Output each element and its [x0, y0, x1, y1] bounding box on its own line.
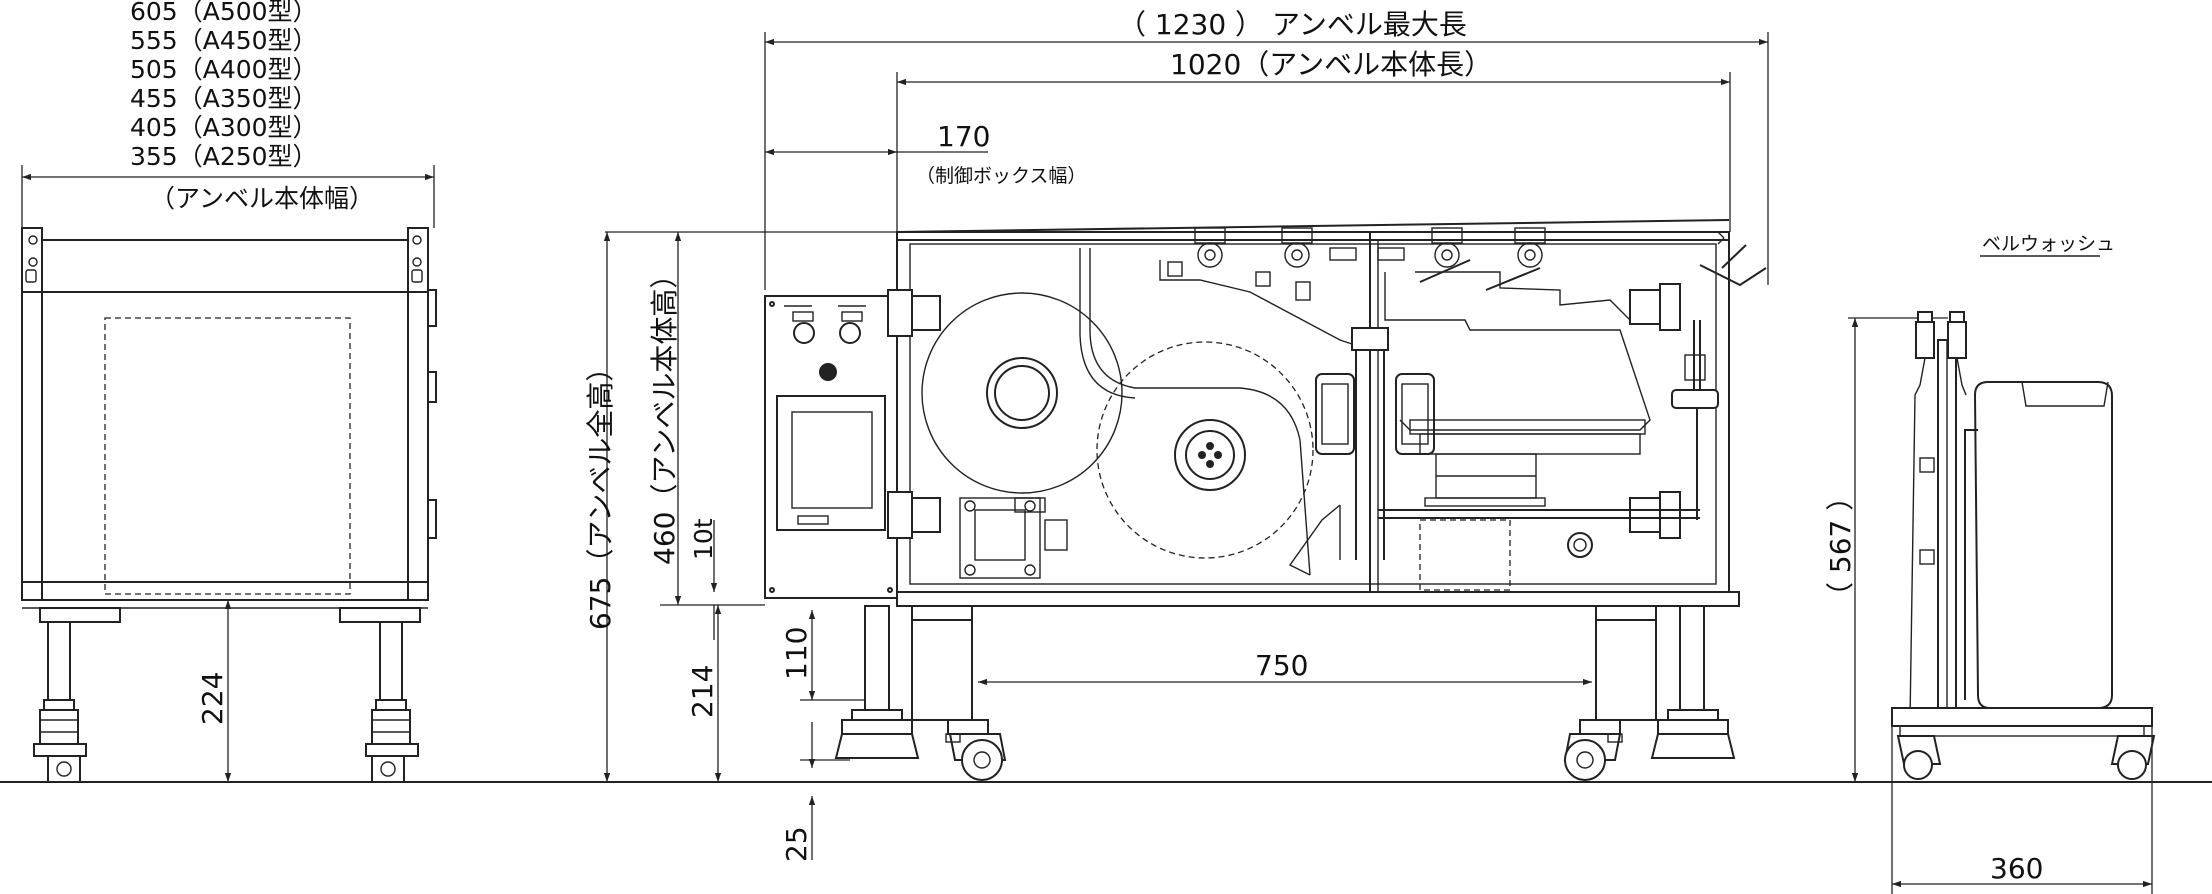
- washer-wheel-right: [2117, 750, 2147, 780]
- washer-width-label: 360: [1990, 852, 2043, 885]
- body-width-label: （アンベル本体幅）: [150, 184, 374, 213]
- washer-title: ベルウォッシュ: [1982, 233, 2115, 255]
- touch-panel: [776, 395, 886, 531]
- floor-gap-label: 25: [780, 826, 813, 862]
- leg-height-side-label: 224: [196, 672, 229, 725]
- wound-roll: [1096, 341, 1314, 559]
- thickness-label: 10t: [689, 518, 718, 560]
- feed-roll: [921, 292, 1123, 494]
- jack-dim-label: 110: [780, 627, 813, 680]
- washer-wheel-left: [1903, 750, 1933, 780]
- leg-height-front-label: 214: [686, 665, 719, 718]
- total-height-label: 675（アンベル全高）: [584, 354, 617, 630]
- control-box: [764, 295, 898, 599]
- width-table-row-6: 355（A250型）: [130, 142, 318, 171]
- caster-wheel-right: [1564, 739, 1606, 781]
- ctrl-box-width-label: （制御ボックス幅）: [916, 165, 1086, 187]
- side-view: 605（A500型） 555（A450型） 505（A400型） 455（A35…: [21, 0, 437, 783]
- main-body: [896, 231, 1730, 593]
- caster-pitch-label: 750: [1255, 649, 1308, 682]
- front-view: （ 1230 ） アンベル最大長 1020（アンベル本体長） 170 （制御ボッ…: [584, 8, 1769, 862]
- body-length-label: 1020（アンベル本体長）: [1170, 48, 1492, 81]
- width-table-row-2: 555（A450型）: [130, 26, 318, 55]
- width-table-row-3: 505（A400型）: [130, 55, 318, 84]
- width-table-row-4: 455（A350型）: [130, 84, 318, 113]
- width-table-row-5: 405（A300型）: [130, 113, 318, 142]
- bell-washer-view: ベルウォッシュ （ 567 ） 360: [1824, 233, 2156, 894]
- body-height-label: 460（アンベル本体高）: [648, 261, 681, 565]
- washer-height-label: （ 567 ）: [1824, 483, 1857, 610]
- ctrl-box-dim-label: 170: [937, 120, 990, 153]
- max-length-label: （ 1230 ） アンベル最大長: [1118, 8, 1467, 41]
- caster-wheel-left: [961, 739, 1003, 781]
- washer-tank: [1973, 381, 2113, 709]
- width-table-row-1: 605（A500型）: [130, 0, 318, 26]
